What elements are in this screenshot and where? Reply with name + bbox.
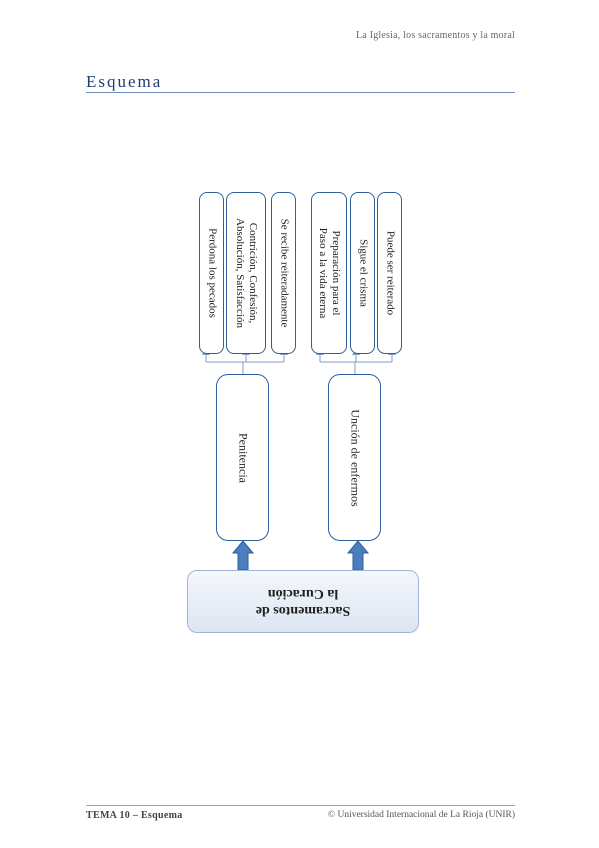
arrow-to-penitencia xyxy=(231,540,255,571)
root-label-line: la Curación xyxy=(267,585,339,601)
child-text: Contrición, Confesión, Absolución, Satis… xyxy=(233,218,259,328)
branch-penitencia: Penitencia xyxy=(216,374,269,541)
child-text: Perdona los pecados xyxy=(206,228,218,318)
arrow-to-uncion xyxy=(346,540,370,571)
child-text: Se recibe reiteradamente xyxy=(278,218,290,328)
child-uncion-3: Puede ser reiterado xyxy=(377,192,402,354)
footer-left: TEMA 10 – Esquema xyxy=(86,810,183,821)
footer-right: © Universidad Internacional de La Rioja … xyxy=(327,810,515,820)
footer-rule xyxy=(86,805,515,806)
title-rule xyxy=(86,92,515,93)
child-text: Sigue el crisma xyxy=(357,239,369,307)
child-uncion-1: Preparación para el Paso a la vida etern… xyxy=(311,192,347,354)
root-label-line: Sacramentos de xyxy=(255,602,351,618)
connector-uncion xyxy=(319,352,393,374)
root-node: Sacramentos de la Curación xyxy=(187,570,419,633)
child-text-line: Contrición, Confesión, xyxy=(247,222,259,324)
running-header: La Iglesia, los sacramentos y la moral xyxy=(356,30,515,41)
child-text-line: Preparación para el xyxy=(330,230,342,316)
child-penitencia-3: Se recibe reiteradamente xyxy=(271,192,296,354)
child-text-line: Absolución, Satisfacción xyxy=(234,218,246,328)
child-penitencia-2: Contrición, Confesión, Absolución, Satis… xyxy=(226,192,266,354)
child-penitencia-1: Perdona los pecados xyxy=(199,192,224,354)
connector-penitencia xyxy=(205,352,285,374)
child-text-line: Paso a la vida eterna xyxy=(317,227,329,319)
root-label: Sacramentos de la Curación xyxy=(188,585,418,619)
child-text: Puede ser reiterado xyxy=(384,230,396,316)
child-uncion-2: Sigue el crisma xyxy=(350,192,375,354)
branch-label: Penitencia xyxy=(236,432,250,483)
child-text: Preparación para el Paso a la vida etern… xyxy=(316,228,342,318)
branch-label: Unción de enfermos xyxy=(348,408,362,507)
branch-uncion: Unción de enfermos xyxy=(328,374,381,541)
section-title: Esquema xyxy=(86,72,163,91)
